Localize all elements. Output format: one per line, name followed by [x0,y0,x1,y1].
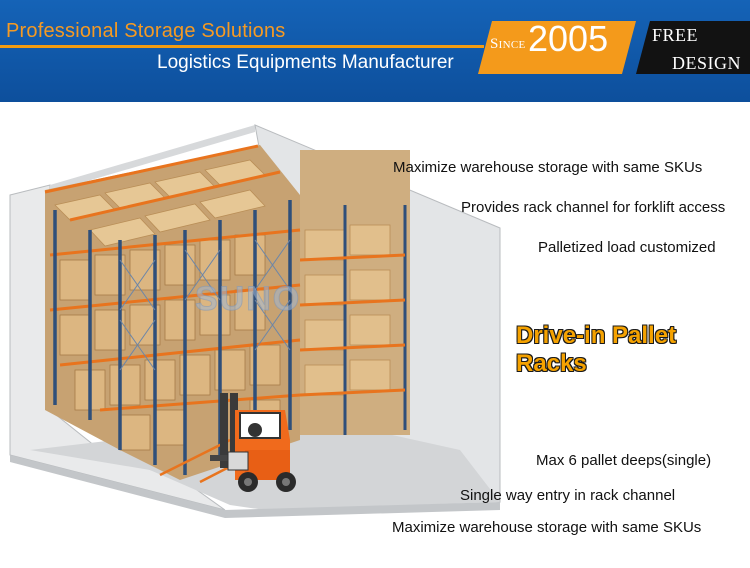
forklift-icon [210,393,296,492]
rack-block-right [299,150,410,435]
since-badge [478,21,636,74]
wall-back [50,125,255,192]
free-label: FREE [652,25,699,45]
header-banner [0,0,750,102]
feature-bottom-3: Maximize warehouse storage with same SKU… [392,519,702,536]
design-label: DESIGN [672,53,741,73]
banner-divider [0,45,484,48]
since-label: Since [490,36,526,53]
feature-bottom-2: Single way entry in rack channel [460,487,676,504]
tagline-professional: Professional Storage Solutions [6,20,286,42]
since-year: 2005 [528,18,609,59]
tagline-manufacturer: Logistics Equipments Manufacturer [157,52,454,73]
free-design-badge [636,21,750,74]
feature-bottom-1: Max 6 pallet deeps(single) [536,452,712,469]
since-label-text: Since [490,36,526,52]
feature-top-2: Provides rack channel for forklift acces… [461,199,726,216]
feature-top-1: Maximize warehouse storage with same SKU… [393,159,703,176]
feature-top-3: Palletized load customized [538,239,716,256]
product-name: Drive-in Pallet Racks [516,322,677,377]
banner-background [0,0,750,102]
warehouse-illustration: SUNO [9,124,501,518]
floor-front [10,455,500,518]
suno-watermark: SUNO [195,280,301,318]
